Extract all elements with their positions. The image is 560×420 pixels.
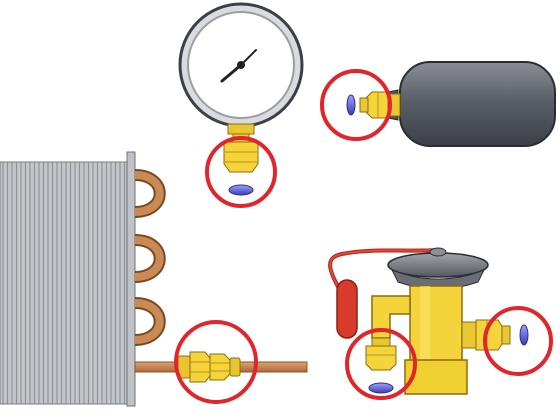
gasket-icon [519, 324, 529, 346]
valve-outlet-highlight [483, 306, 553, 376]
expansion-valve-icon [328, 247, 511, 395]
gasket-icon [346, 94, 356, 116]
coil-union-highlight [174, 320, 258, 404]
valve-inlet-highlight [345, 328, 417, 400]
pressure-gauge-icon [178, 2, 304, 173]
condenser-coil-icon [0, 151, 308, 407]
union-fitting-icon [177, 351, 241, 383]
gasket-icon [228, 184, 254, 196]
gauge-fitting-highlight [205, 136, 277, 208]
gasket-icon [368, 382, 394, 394]
tank-fitting-highlight [320, 69, 392, 141]
